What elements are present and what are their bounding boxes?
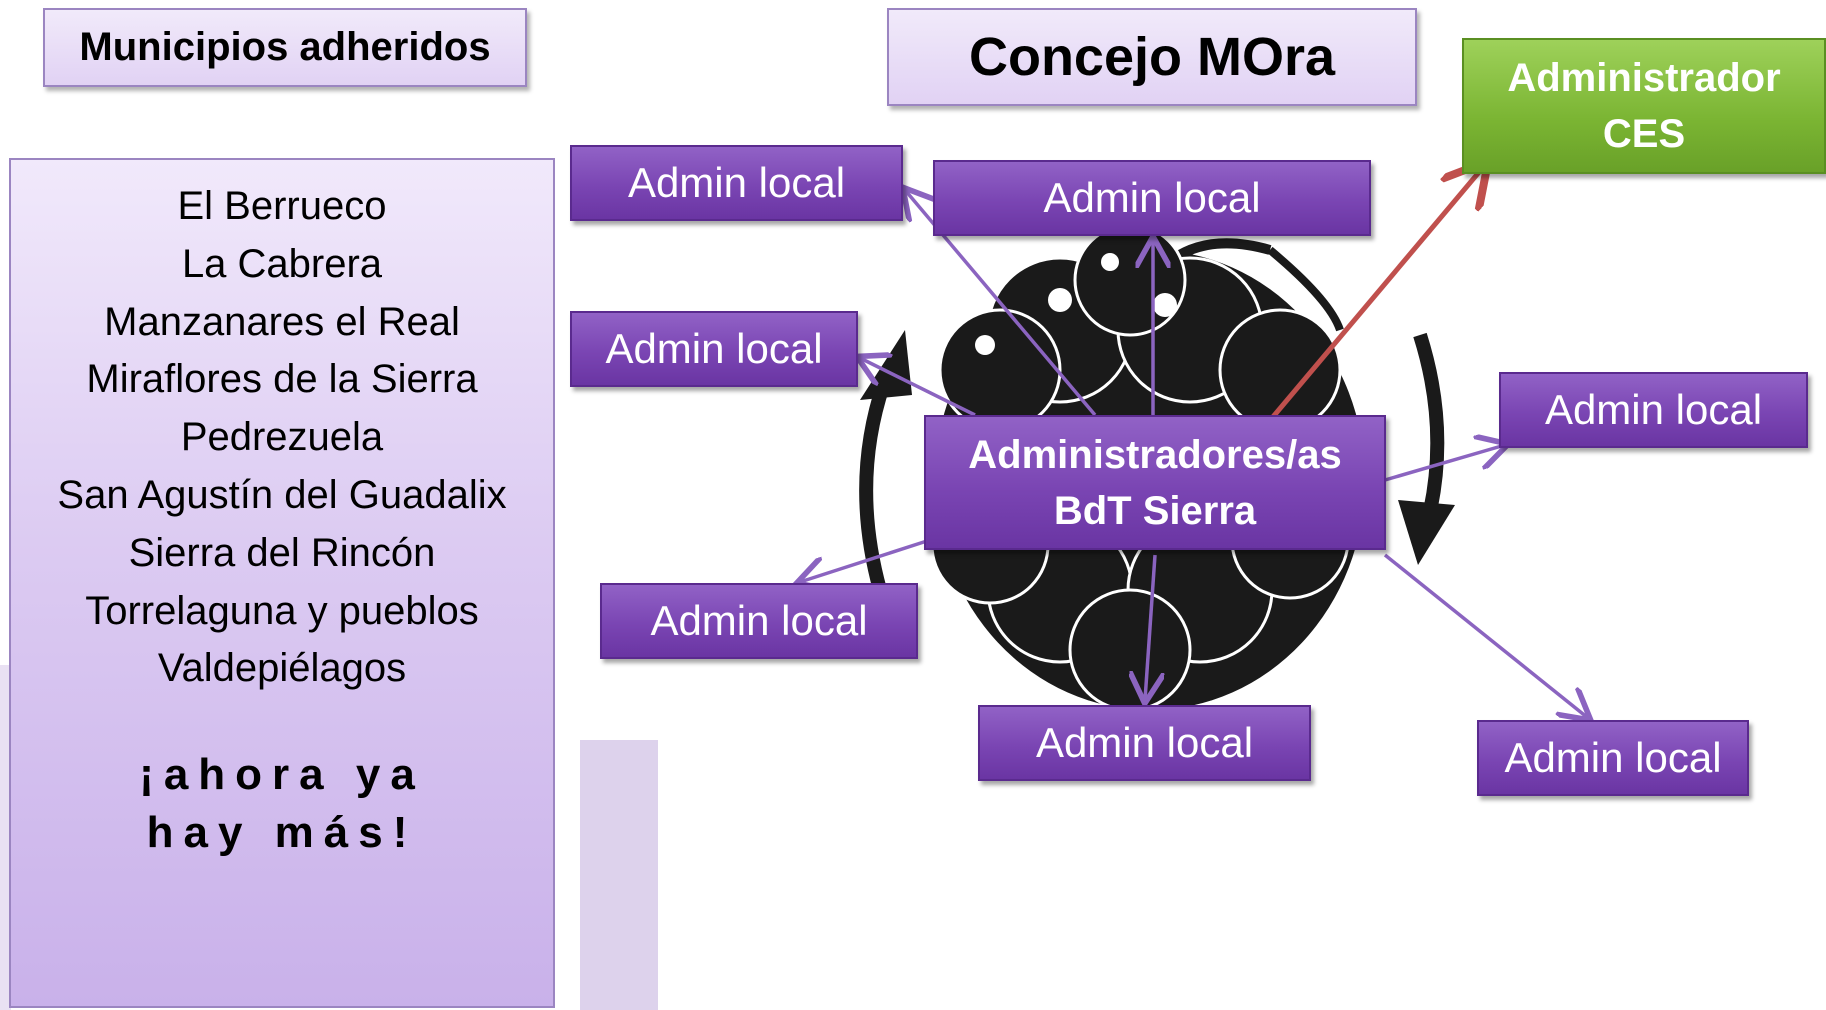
admin-local-label: Admin local xyxy=(650,597,868,644)
admin-local-label: Admin local xyxy=(627,159,846,206)
admin-local-label: Admin local xyxy=(1035,719,1254,766)
arrow-to-admin-bottom-left xyxy=(800,538,931,582)
municipio-item: El Berrueco xyxy=(177,184,387,228)
administrador-ces-box: Administrador CES xyxy=(1462,38,1826,174)
admin-local-label: Admin local xyxy=(1544,386,1763,433)
administrador-ces-label: Administrador CES xyxy=(1507,56,1781,156)
arrow-to-admin-right xyxy=(1384,445,1505,482)
arrow-to-admin-bottom-right xyxy=(1383,553,1588,718)
connector-arrows xyxy=(800,165,1588,718)
municipio-item: Sierra del Rincón xyxy=(128,530,436,575)
background-stripe xyxy=(580,740,658,1010)
slogan: ¡ahora ya hay más! xyxy=(11,746,553,862)
admin-local-label: Admin local xyxy=(605,325,823,372)
municipio-item: Pedrezuela xyxy=(180,415,384,460)
municipios-panel: El Berrueco La Cabrera Manzanares el Rea… xyxy=(9,158,555,1008)
center-line-2: BdT Sierra xyxy=(1053,488,1257,533)
municipios-title: Municipios adheridos xyxy=(79,25,491,69)
municipio-item: Valdepiélagos xyxy=(157,646,407,691)
admin-local-bottom-center: Admin local xyxy=(978,705,1311,781)
municipios-title-box: Municipios adheridos xyxy=(43,8,527,87)
arrow-to-administrador-ces xyxy=(1270,165,1485,420)
concejo-title: Concejo MOra xyxy=(968,27,1336,87)
arrow-to-admin-bottom-center xyxy=(1145,554,1155,700)
center-line-1: Administradores/as xyxy=(968,432,1342,477)
arrow-to-admin-mid-left xyxy=(860,358,976,417)
background-stripe xyxy=(0,665,11,1010)
admin-local-top-center: Admin local xyxy=(933,160,1371,236)
center-node: Administradores/as BdT Sierra xyxy=(924,415,1386,550)
admin-local-bottom-right: Admin local xyxy=(1477,720,1749,796)
municipios-list: El Berrueco La Cabrera Manzanares el Rea… xyxy=(11,178,553,698)
municipio-item: San Agustín del Guadalix xyxy=(57,472,507,517)
admin-local-label: Admin local xyxy=(1504,734,1722,781)
concejo-title-box: Concejo MOra xyxy=(887,8,1417,106)
municipio-item: Torrelaguna y pueblos xyxy=(85,588,479,633)
municipio-item: La Cabrera xyxy=(181,241,383,286)
admin-local-label: Admin local xyxy=(1043,174,1261,221)
municipio-item: Manzanares el Real xyxy=(104,299,460,344)
admin-local-right: Admin local xyxy=(1499,372,1808,448)
municipio-item: Miraflores de la Sierra xyxy=(86,357,478,402)
admin-local-bottom-left: Admin local xyxy=(600,583,918,659)
slogan-line-2: hay más! xyxy=(146,808,418,858)
slogan-line-1: ¡ahora ya xyxy=(139,750,425,800)
admin-local-top-left: Admin local xyxy=(570,145,903,221)
admin-local-mid-left: Admin local xyxy=(570,311,858,387)
